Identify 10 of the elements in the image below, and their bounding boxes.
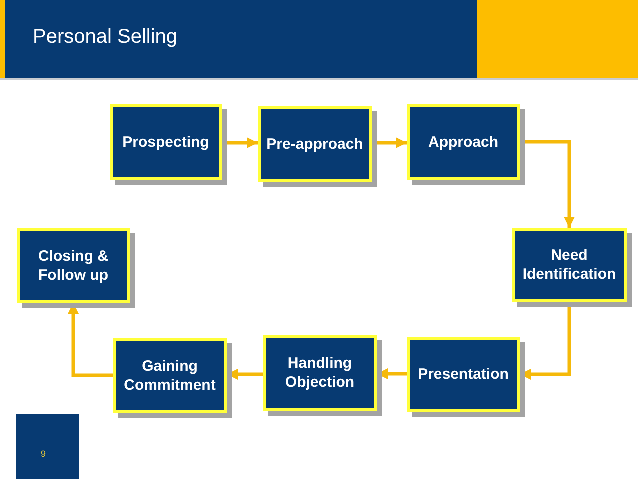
step-label: Approach (428, 132, 498, 152)
slide-title: Personal Selling (33, 25, 178, 49)
step-label: Handling Objection (284, 354, 356, 392)
step-label: Prospecting (122, 132, 210, 152)
step-label: Gaining Commitment (123, 356, 217, 394)
step-label: Need Identification (522, 246, 618, 284)
step-label: Closing & Follow up (38, 246, 110, 284)
step-label: Presentation (418, 365, 509, 384)
step-label: Pre-approach (266, 134, 364, 154)
page-number: 9 (41, 449, 46, 460)
